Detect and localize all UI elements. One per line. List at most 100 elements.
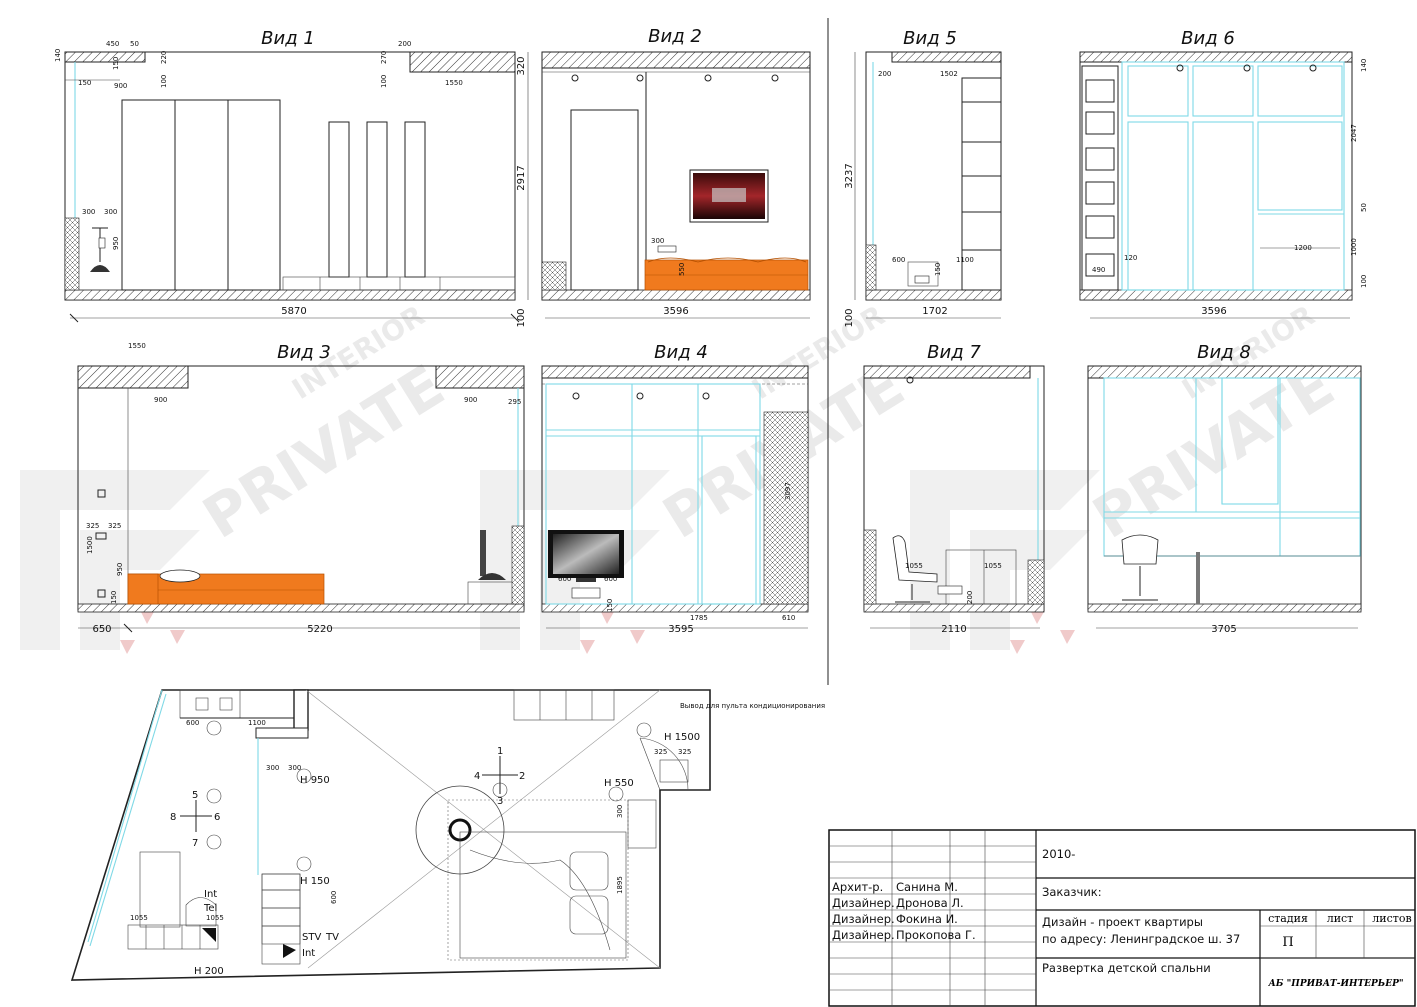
view-4: Вид 4 3595 3097 600 600 150 1785 610 <box>541 342 809 635</box>
plan-dim: 600 <box>330 891 338 904</box>
dim: 950 <box>112 237 120 250</box>
floor-plan: Вывод для пульта кондиционирования 600 1… <box>70 689 825 981</box>
dim: 325 <box>86 522 99 530</box>
view-1-height: 2917 <box>516 165 527 190</box>
dim: 300 <box>104 208 117 216</box>
view-2: Вид 2 3596 300 550 <box>541 26 811 319</box>
dim: 1055 <box>984 562 1002 570</box>
dim: 1502 <box>940 70 958 78</box>
dim: 100 <box>160 75 168 88</box>
view-7: Вид 7 2110 1055 1055 200 <box>863 342 1045 635</box>
plan-h550: H 550 <box>604 778 634 789</box>
view-4-height: 3097 <box>784 482 792 500</box>
stamp-sheet-title: Развертка детской спальни <box>1042 961 1211 975</box>
view-5: Вид 5 3237 100 1702 200 1502 600 1100 15… <box>844 28 1002 328</box>
plan-h1500: H 1500 <box>664 732 700 743</box>
dim: 600 <box>604 575 617 583</box>
dim: 490 <box>1092 266 1105 274</box>
dim: 1785 <box>690 614 708 622</box>
view-6-title: Вид 6 <box>1181 28 1235 49</box>
view-5-bottom: 100 <box>844 308 855 327</box>
view-2-total: 3596 <box>663 306 688 317</box>
view-2-title: Вид 2 <box>648 26 702 47</box>
dim: 150 <box>934 263 942 276</box>
plan-tv: TV <box>325 932 339 943</box>
plan-note: Вывод для пульта кондиционирования <box>680 702 825 710</box>
dim: 900 <box>114 82 127 90</box>
dim: 295 <box>508 398 521 406</box>
dim: 200 <box>966 591 974 604</box>
dim: 950 <box>116 563 124 576</box>
stamp-role: Дизайнер. <box>832 928 895 942</box>
stamp-role: Архит-р. <box>832 880 883 894</box>
dim: 220 <box>160 51 168 64</box>
stamp-name: Санина М. <box>896 880 958 894</box>
view-3-title: Вид 3 <box>277 342 331 363</box>
view-8-title: Вид 8 <box>1197 342 1251 363</box>
view-3-total: 5220 <box>307 624 332 635</box>
plan-dim: 300 <box>616 805 624 818</box>
title-block: 2010- Заказчик: Дизайн - проект квартиры… <box>828 829 1416 1007</box>
dim: 2047 <box>1350 124 1358 142</box>
view-7-title: Вид 7 <box>927 342 981 363</box>
view-7-total: 2110 <box>941 624 966 635</box>
dim: 270 <box>380 51 388 64</box>
plan-dim: 1100 <box>248 719 266 727</box>
view-marker-5: 5 <box>192 790 198 801</box>
plan-stv: STV <box>302 932 321 943</box>
watermark-logo-right <box>910 470 1100 654</box>
plan-h950: H 950 <box>300 775 330 786</box>
stamp-client-label: Заказчик: <box>1042 885 1102 899</box>
plan-dim: 300 <box>266 764 279 772</box>
dim: 610 <box>782 614 795 622</box>
dim: 450 <box>106 40 119 48</box>
view-marker-8: 8 <box>170 812 176 823</box>
plan-int1: Int <box>204 889 217 900</box>
view-4-total: 3595 <box>668 624 693 635</box>
dim: 1200 <box>1294 244 1312 252</box>
view-1-title: Вид 1 <box>261 28 315 49</box>
dim: 150 <box>606 599 614 612</box>
dim: 140 <box>1360 59 1368 72</box>
view-3: Вид 3 650 5220 1550 900 900 295 325 325 … <box>77 342 525 635</box>
dim: 200 <box>398 40 411 48</box>
stamp-company: АБ "ПРИВАТ-ИНТЕРЬЕР" <box>1267 979 1403 989</box>
view-marker-3: 3 <box>497 796 503 807</box>
dim: 1100 <box>956 256 974 264</box>
plan-h150: H 150 <box>300 876 330 887</box>
view-marker-2: 2 <box>519 771 525 782</box>
plan-dim: 1895 <box>616 876 624 894</box>
plan-dim: 325 <box>654 748 667 756</box>
view-1: Вид 1 5870 2917 320 100 450 50 140 150 9… <box>54 28 529 328</box>
stamp-role: Дизайнер. <box>832 896 895 910</box>
dim: 300 <box>651 237 664 245</box>
plan-int2: Int <box>302 948 315 959</box>
dim: 900 <box>464 396 477 404</box>
stamp-role: Дизайнер. <box>832 912 895 926</box>
stamp-col-stage: стадия <box>1268 912 1308 925</box>
dim: 150 <box>110 591 118 604</box>
view-1-bottom: 100 <box>516 308 527 327</box>
view-3-left: 650 <box>92 624 111 635</box>
stamp-stage-value: П <box>1282 935 1293 950</box>
view-marker-7: 7 <box>192 838 198 849</box>
view-6: Вид 6 3596 140 2047 50 1200 1000 100 490… <box>1079 28 1368 319</box>
dim: 600 <box>558 575 571 583</box>
view-1-top: 320 <box>516 56 527 75</box>
dim: 200 <box>878 70 891 78</box>
dim: 1550 <box>128 342 146 350</box>
plan-dim: 600 <box>186 719 199 727</box>
dim: 1500 <box>86 536 94 554</box>
stamp-name: Прокопова Г. <box>896 928 976 942</box>
plan-dim: 300 <box>288 764 301 772</box>
view-8-total: 3705 <box>1211 624 1236 635</box>
view-5-title: Вид 5 <box>903 28 957 49</box>
dim: 150 <box>112 57 120 70</box>
dim: 600 <box>892 256 905 264</box>
view-marker-1: 1 <box>497 746 503 757</box>
dim: 1055 <box>905 562 923 570</box>
dim: 100 <box>380 75 388 88</box>
view-marker-6: 6 <box>214 812 220 823</box>
stamp-project-line1: Дизайн - проект квартиры <box>1042 915 1203 929</box>
